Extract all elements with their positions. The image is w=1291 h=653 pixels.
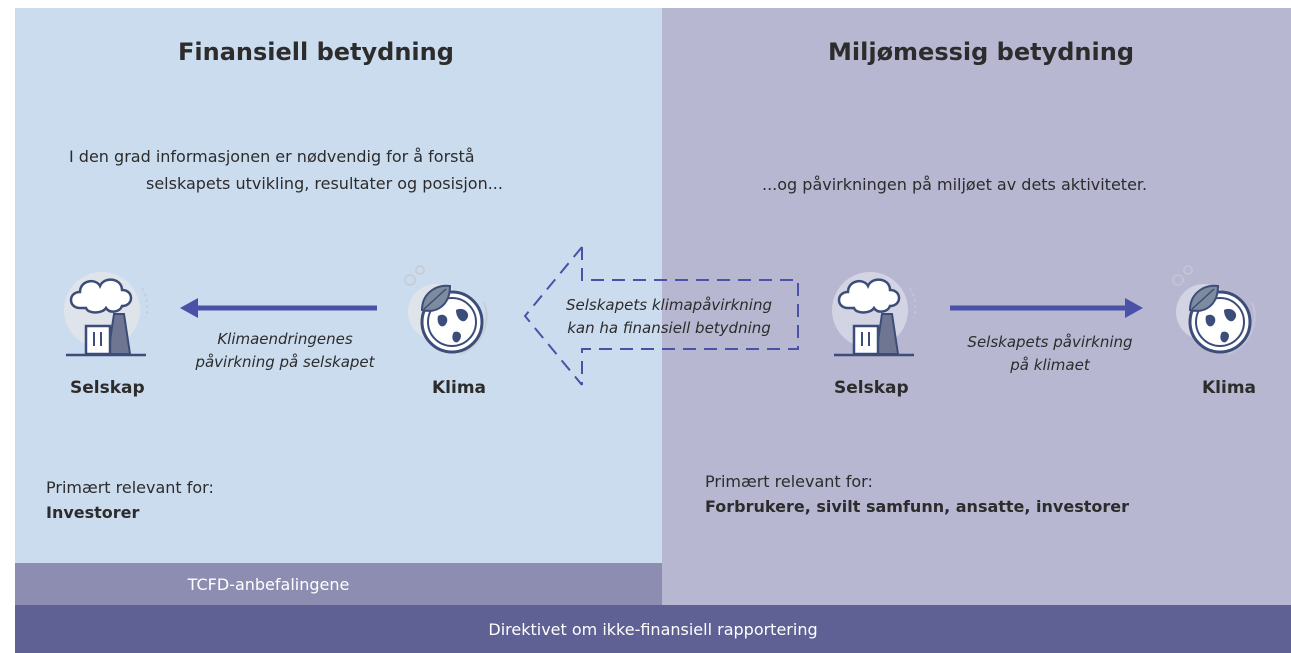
financial-caption-line1: Klimaendringenes: [217, 330, 353, 348]
financial-relevance: Primært relevant for: Investorer: [46, 478, 214, 522]
directive-bar: Direktivet om ikke-finansiell rapporteri…: [15, 605, 1291, 653]
climate-globe-icon: [1172, 265, 1256, 355]
arrow-left-solid: [180, 298, 377, 318]
climate-globe-icon: [404, 265, 488, 355]
financial-relevant-label: Primært relevant for:: [46, 478, 214, 497]
financial-caption-line2: påvirkning på selskapet: [195, 353, 375, 371]
financial-climate-label: Klima: [432, 378, 487, 398]
environmental-relevant-label: Primært relevant for:: [705, 472, 873, 491]
tcfd-bar: TCFD-anbefalingene: [15, 563, 662, 605]
environmental-intro: ...og påvirkningen på miljøet av dets ak…: [762, 175, 1148, 194]
directive-label: Direktivet om ikke-finansiell rapporteri…: [488, 619, 818, 639]
factory-icon: [64, 272, 149, 357]
environmental-title: Miljømessig betydning: [828, 38, 1134, 66]
arrow-right-solid: [950, 298, 1143, 318]
environmental-arrow-caption: Selskapets påvirkning på klimaet: [940, 331, 1160, 377]
environmental-relevant-value: Forbrukere, sivilt samfunn, ansatte, inv…: [705, 497, 1130, 516]
center-caption-line2: kan ha finansiell betydning: [567, 319, 771, 337]
financial-company-label: Selskap: [70, 378, 145, 398]
environmental-relevance: Primært relevant for: Forbrukere, sivilt…: [705, 472, 1129, 516]
environmental-caption-line1: Selskapets påvirkning: [967, 333, 1133, 351]
factory-icon: [832, 272, 917, 357]
financial-title: Finansiell betydning: [178, 38, 454, 66]
financial-intro-line2: selskapets utvikling, resultater og posi…: [146, 174, 503, 193]
environmental-climate-label: Klima: [1202, 378, 1257, 398]
center-caption-line1: Selskapets klimapåvirkning: [566, 296, 772, 314]
financial-intro-line1: I den grad informasjonen er nødvendig fo…: [69, 147, 475, 166]
tcfd-label: TCFD-anbefalingene: [187, 574, 350, 594]
environmental-caption-line2: på klimaet: [1010, 356, 1090, 374]
financial-arrow-caption: Klimaendringenes påvirkning på selskapet: [170, 328, 400, 374]
environmental-company-label: Selskap: [834, 378, 909, 398]
center-arrow-caption: Selskapets klimapåvirkning kan ha finans…: [540, 294, 798, 340]
financial-relevant-value: Investorer: [46, 503, 140, 522]
